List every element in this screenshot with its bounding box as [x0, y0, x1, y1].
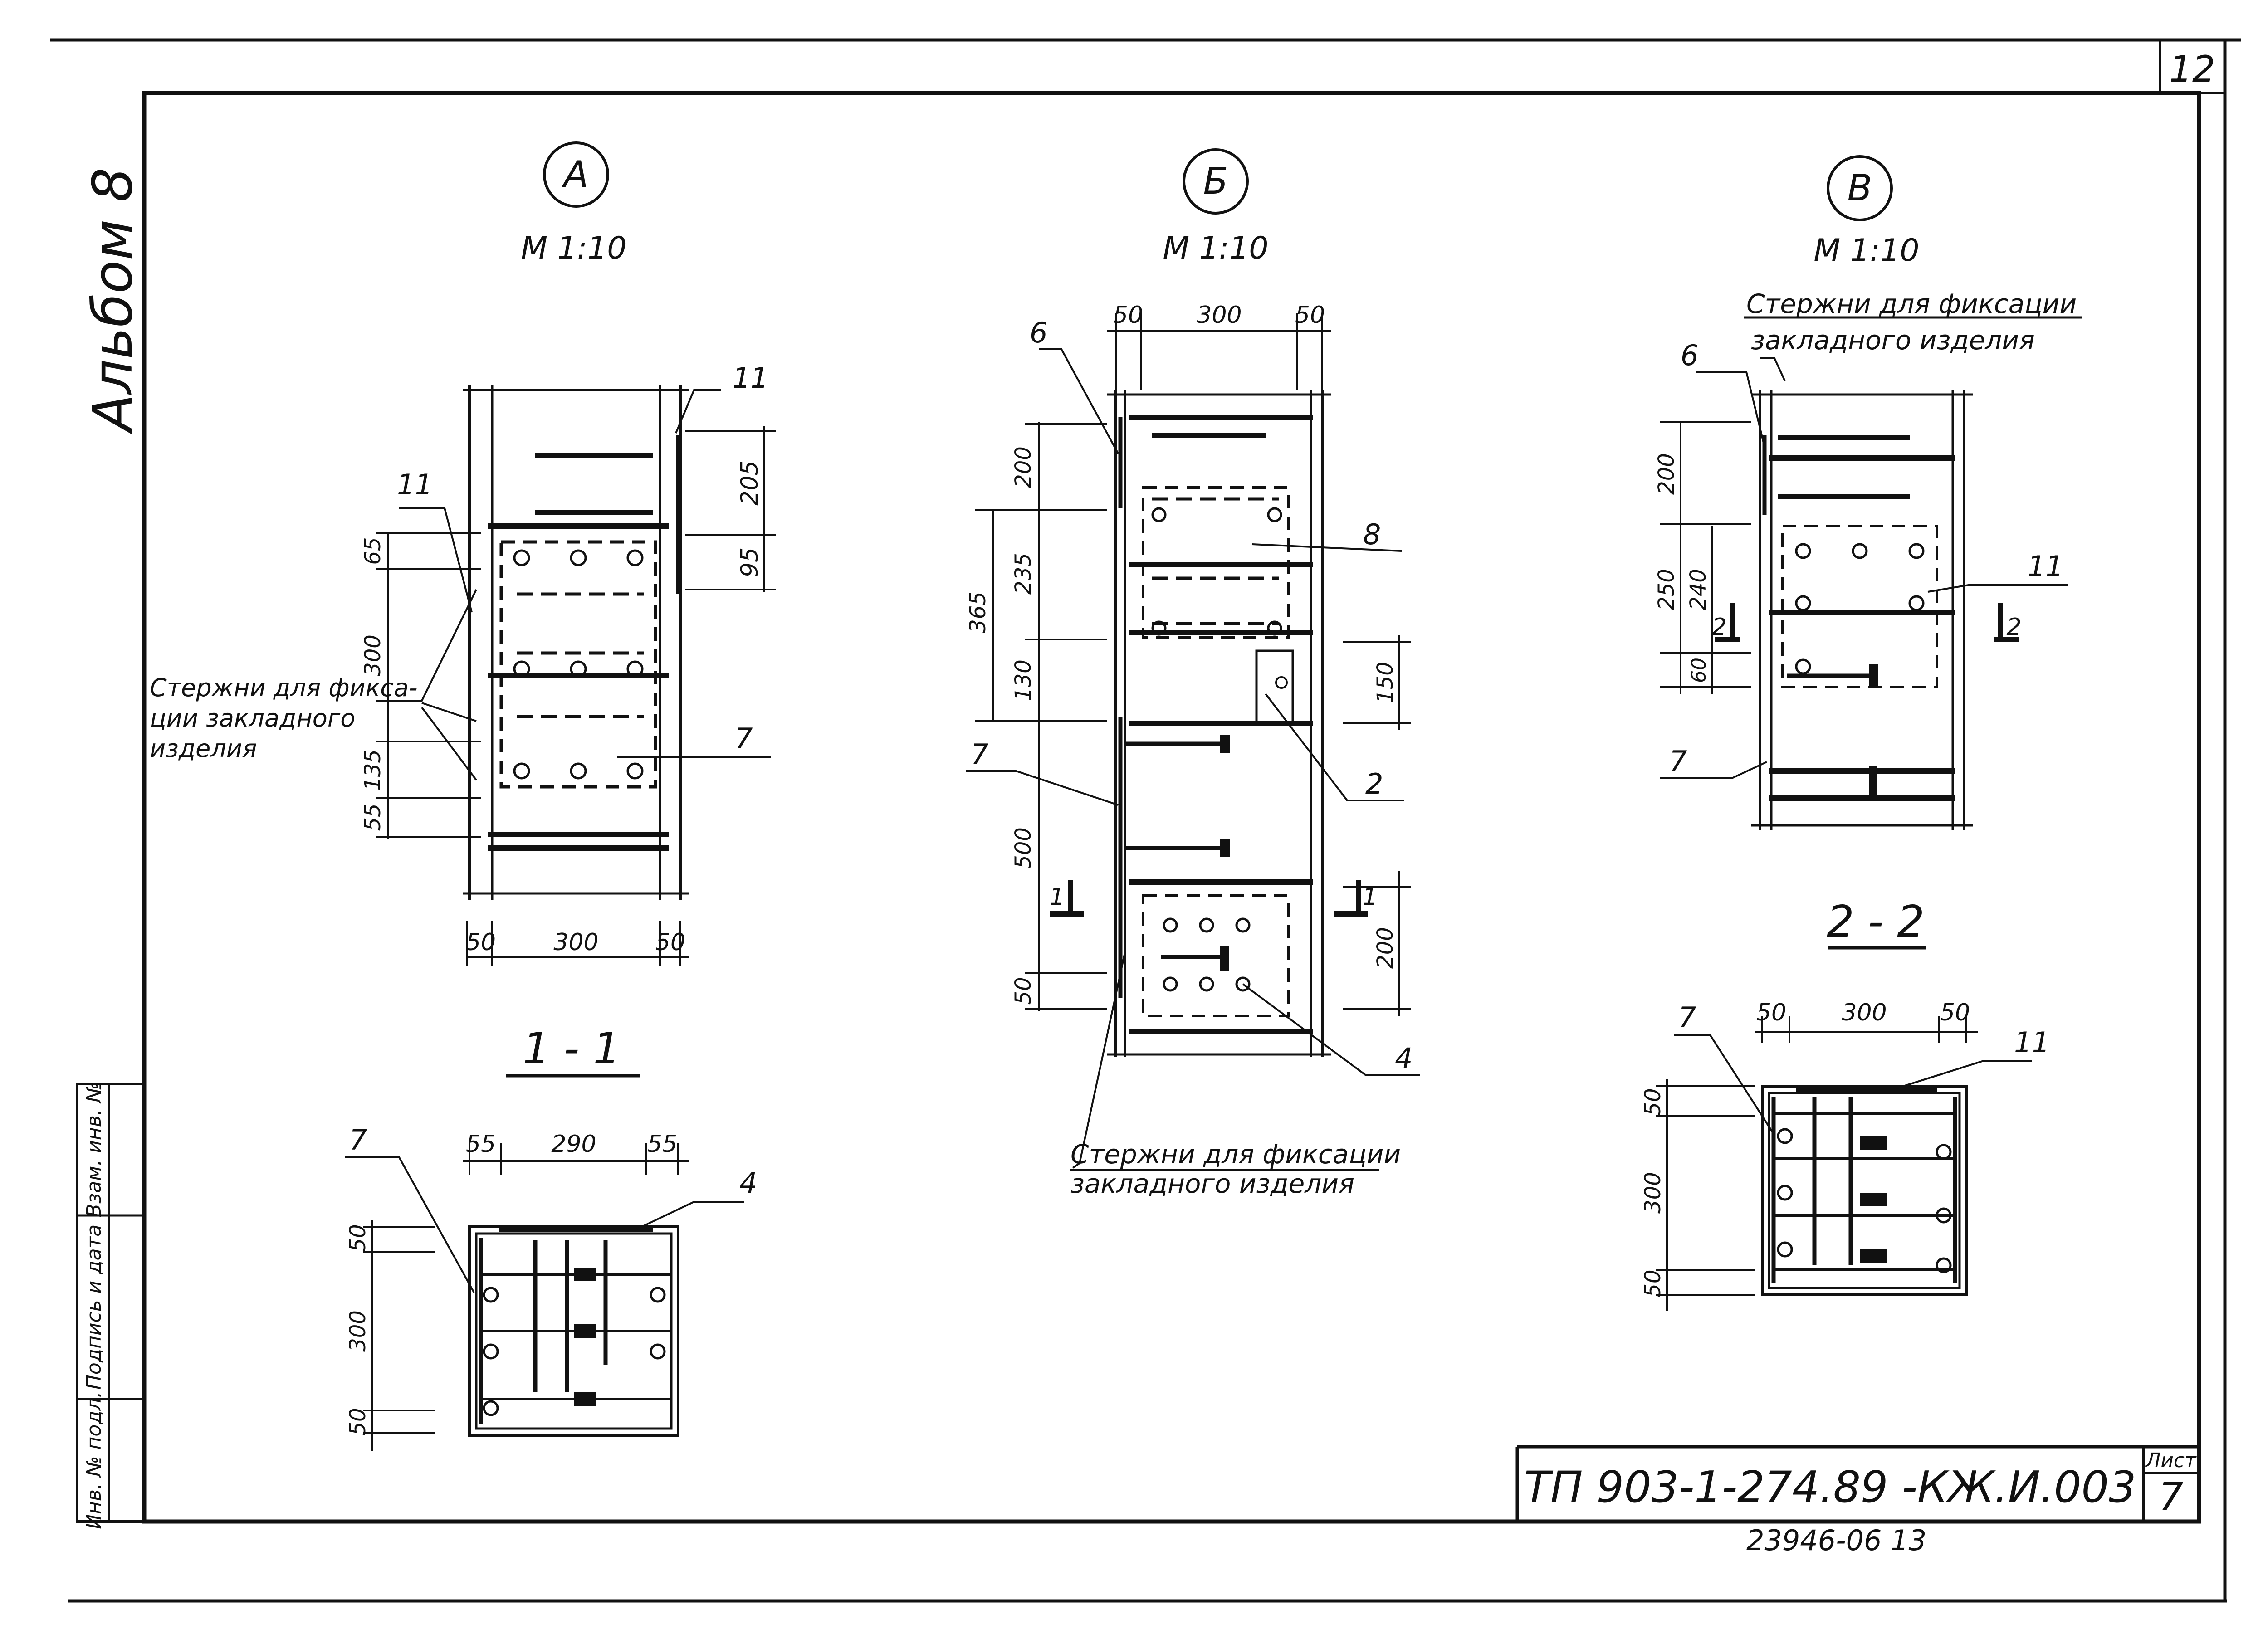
view-b-note-line-1: Стержни для фиксации: [1070, 1139, 1401, 1170]
view-b-left-dim-365: 365: [965, 591, 991, 633]
view-b-leader-8: 8: [1363, 518, 1381, 551]
section-1-1-left-dim-3: 50: [345, 1408, 371, 1435]
view-v-left-dim-240: 240: [1686, 569, 1711, 610]
corner-sheet-number: 12: [2169, 48, 2215, 90]
view-b-cut-left: 1: [1049, 883, 1064, 911]
archive-number: 23946-06 13: [1746, 1524, 1926, 1557]
section-2-2-left-dim-1: 50: [1640, 1088, 1666, 1116]
view-a-scale: М 1:10: [521, 230, 627, 266]
stamp-podpis-data: Подпись и дата: [83, 1224, 106, 1390]
view-b-top-dim-1: 50: [1113, 302, 1143, 329]
album-label: Альбом 8: [82, 167, 145, 434]
section-1-1-top-dim-1: 55: [466, 1131, 496, 1158]
view-b-left-dim-130: 130: [1011, 659, 1036, 701]
view-a-top-dim-2: 300: [553, 929, 598, 956]
view-a-top-dim-3: 50: [655, 929, 685, 956]
view-b-left-dim-235: 235: [1011, 553, 1036, 595]
title-block: [1515, 1445, 2199, 1522]
view-b-cut-right: 1: [1362, 883, 1377, 911]
section-1-1-left-dim-2: 300: [345, 1310, 371, 1352]
section-1-1-left-dim-1: 50: [345, 1224, 371, 1252]
view-b-leader-7: 7: [971, 738, 988, 771]
view-a-left-dim-4: 55: [360, 803, 386, 831]
section-1-1-leader-4: 4: [739, 1166, 757, 1200]
view-v-marker: В: [1848, 167, 1872, 209]
view-a: [376, 141, 776, 966]
section-2-2-left-dim-2: 300: [1640, 1172, 1666, 1214]
view-v-leader-6: 6: [1681, 339, 1698, 372]
view-v-left-dim-60: 60: [1687, 658, 1711, 683]
view-v-scale: М 1:10: [1814, 233, 1920, 268]
view-b-right-dim-150: 150: [1373, 662, 1398, 703]
view-v-cut-right: 2: [2006, 614, 2021, 641]
section-1-1-leader-7: 7: [349, 1123, 367, 1156]
view-v-note-line-1: Стержни для фиксации: [1746, 288, 2077, 319]
view-b-left-dim-200: 200: [1011, 446, 1036, 488]
view-a-leader-7: 7: [735, 722, 753, 755]
view-b-right-dim-200: 200: [1373, 927, 1398, 969]
view-b-top-dim-2: 300: [1197, 302, 1242, 329]
section-2-2-leader-7: 7: [1678, 1001, 1696, 1034]
sheet-label: Лист: [2145, 1449, 2197, 1472]
view-b-left-dim-50: 50: [1011, 977, 1036, 1005]
stamp-inv-podl: Инв. № подл.: [83, 1391, 106, 1529]
view-a-right-dim-2: 95: [736, 547, 763, 577]
view-b-marker: Б: [1203, 160, 1228, 202]
view-a-note-line-3: изделия: [150, 734, 257, 763]
side-stamp: [76, 1083, 146, 1523]
view-b-top-dim-3: 50: [1295, 302, 1325, 329]
stamp-vzam-inv: Взам. инв. №: [83, 1082, 106, 1218]
view-v-leader-11: 11: [2028, 550, 2063, 583]
view-a-left-dim-2: 300: [360, 634, 386, 676]
view-b-note-line-2: закладного изделия: [1070, 1168, 1354, 1199]
view-b-scale: М 1:10: [1163, 230, 1269, 266]
sheet-frame: [50, 38, 2241, 1603]
view-a-left-dim-1: 65: [360, 537, 386, 565]
section-1-1: [345, 1074, 744, 1451]
section-1-1-top-dim-2: 290: [551, 1131, 596, 1158]
view-v-left-dim-200: 200: [1654, 453, 1679, 495]
view-a-leader-11-left: 11: [397, 468, 433, 501]
view-v-cut-left: 2: [1711, 614, 1726, 641]
section-2-2-top-dim-3: 50: [1940, 999, 1970, 1026]
view-a-leader-11-top: 11: [733, 361, 768, 395]
view-a-left-dim-3: 135: [360, 749, 386, 791]
view-b-leader-2: 2: [1365, 767, 1383, 800]
view-a-top-dim-1: 50: [466, 929, 496, 956]
view-b-leader-6: 6: [1030, 316, 1047, 349]
view-b-left-dim-500: 500: [1011, 827, 1036, 869]
view-a-note-line-2: ции закладного: [150, 704, 355, 732]
view-b-leader-4: 4: [1395, 1042, 1413, 1075]
section-2-2-top-dim-1: 50: [1756, 999, 1786, 1026]
view-v-left-dim-250: 250: [1654, 569, 1679, 610]
view-v-note-line-2: закладного изделия: [1751, 325, 2035, 356]
section-2-2-left-dim-3: 50: [1640, 1269, 1666, 1297]
view-b: [966, 148, 1420, 1171]
document-code: ТП 903-1-274.89 -КЖ.И.003: [1524, 1463, 2136, 1512]
view-a-note-line-1: Стержни для фикса-: [150, 673, 418, 702]
section-2-2: [1656, 946, 2032, 1311]
view-v-leader-7: 7: [1669, 745, 1687, 778]
section-1-1-top-dim-3: 55: [647, 1131, 677, 1158]
section-2-2-leader-11: 11: [2014, 1026, 2050, 1059]
section-2-2-title: 2 - 2: [1827, 897, 1925, 947]
section-2-2-top-dim-2: 300: [1842, 999, 1887, 1026]
sheet-number: 7: [2159, 1475, 2183, 1520]
view-v: [1660, 155, 2082, 830]
view-a-marker: А: [562, 153, 589, 195]
section-1-1-title: 1 - 1: [523, 1024, 621, 1074]
view-a-right-dim-1: 205: [736, 460, 763, 505]
